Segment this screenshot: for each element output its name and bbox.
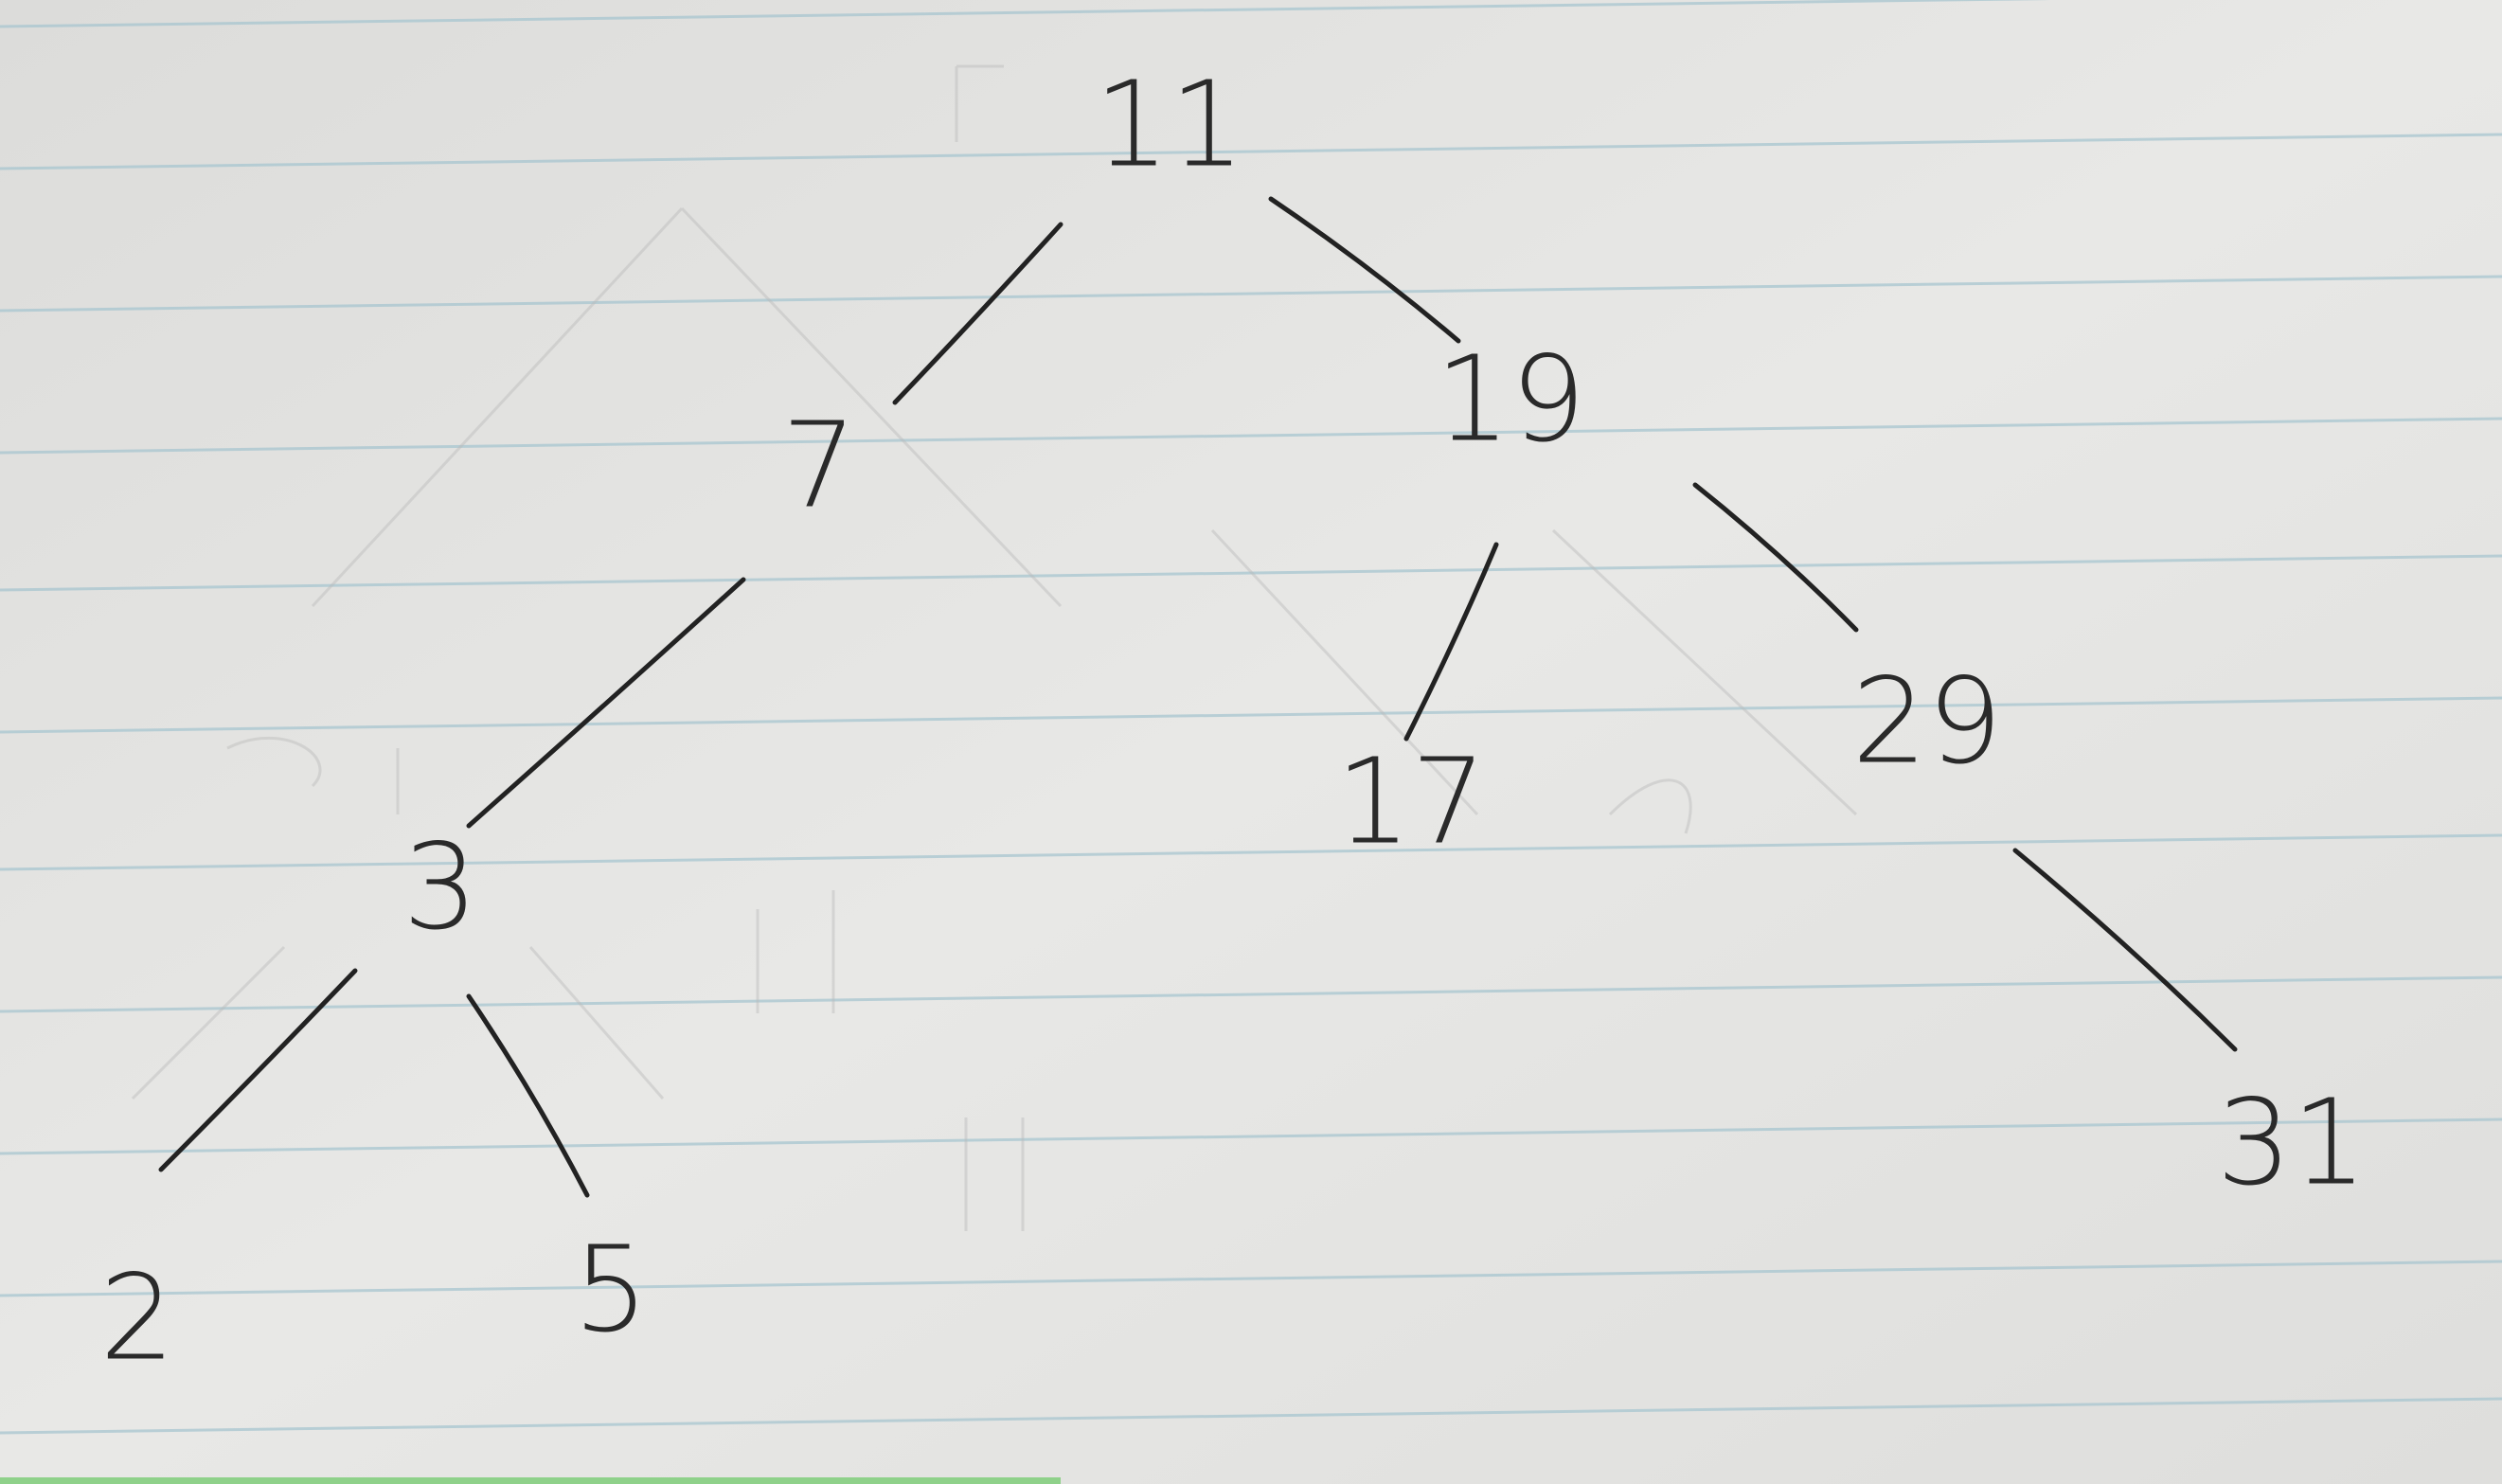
edge-n11-n7 [892,222,1063,405]
ruled-line [0,554,2502,592]
node-19: 19 [1435,331,1585,468]
node-3: 3 [402,818,478,956]
node-17: 17 [1335,733,1486,870]
bleed-through-marks [131,64,1858,1231]
ruled-line [0,833,2502,871]
ruled-line [0,417,2502,455]
tree-nodes: 11 7 19 3 17 29 2 5 31 [99,56,2367,1386]
ruled-line [0,133,2502,170]
node-31: 31 [2216,1074,2367,1211]
edge-n19-n29 [1692,482,1859,633]
tree-edges [158,196,2238,1198]
node-11: 11 [1094,56,1244,193]
ruled-line [0,1260,2502,1297]
ruled-line [0,975,2502,1013]
ruled-line [0,696,2502,734]
node-5: 5 [573,1221,649,1358]
ruled-line [0,1397,2502,1435]
ruled-line [0,1117,2502,1155]
ruled-line [0,0,2050,28]
node-7: 7 [781,397,857,534]
page-edge-strip [0,1477,1061,1484]
node-29: 29 [1851,653,2002,790]
edge-n29-n31 [2012,848,2238,1052]
ruled-lines [0,0,2502,1435]
edge-n11-n19 [1268,196,1461,344]
node-2: 2 [99,1249,175,1386]
edge-n3-n2 [158,968,358,1172]
edge-n7-n3 [466,577,746,829]
ruled-line [0,275,2502,313]
edge-n3-n5 [466,993,590,1198]
edge-n19-n17 [1403,542,1499,742]
